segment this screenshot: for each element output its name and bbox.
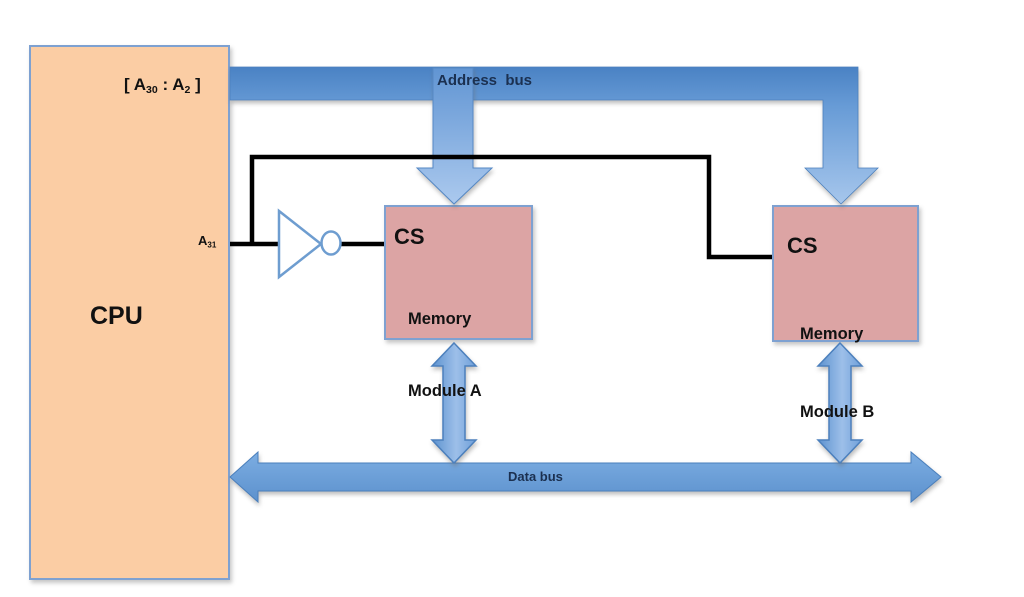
data-bus-arrow — [229, 450, 942, 504]
not-gate-bubble-icon — [320, 230, 342, 256]
module-b-data-arrow — [816, 341, 864, 465]
address-bus-arrow — [229, 66, 879, 205]
a31-wire-to-module-b — [249, 154, 772, 260]
not-gate-icon — [277, 208, 324, 280]
memory-module-b-box — [772, 205, 919, 342]
memory-module-a-box — [384, 205, 533, 340]
address-branch-arrow-module-a — [415, 67, 494, 205]
module-a-data-arrow — [430, 341, 478, 465]
cpu-box — [29, 45, 230, 580]
